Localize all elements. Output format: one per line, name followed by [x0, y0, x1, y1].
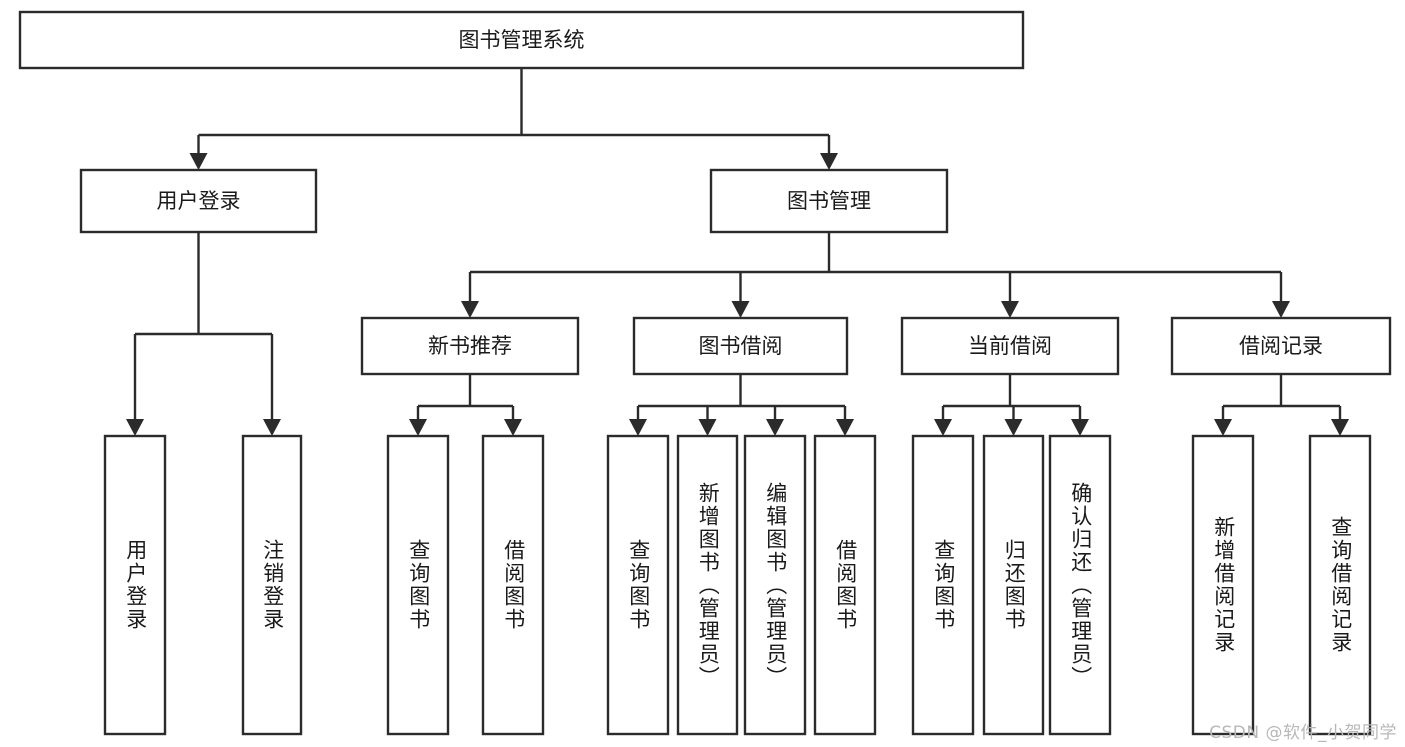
node-box[interactable]	[360, 316, 580, 376]
node-label: 借阅记录	[1239, 334, 1323, 358]
arrowhead-icon	[504, 419, 522, 436]
node-label: 用户登录	[157, 189, 241, 213]
node-borrow-record[interactable]: 借阅记录	[1170, 316, 1392, 376]
node-leaf-query-book-1[interactable]	[386, 434, 450, 736]
node-label: 图书管理	[787, 189, 871, 213]
arrowhead-icon	[1001, 301, 1019, 318]
node-leaf-query-record[interactable]	[1308, 434, 1372, 736]
node-box[interactable]	[241, 434, 303, 736]
arrowhead-icon	[1004, 419, 1023, 436]
arrowhead-icon	[731, 301, 750, 318]
node-box[interactable]	[18, 10, 1025, 70]
node-leaf-add-record[interactable]	[1191, 434, 1255, 736]
node-label: 图书管理系统	[459, 28, 585, 52]
node-box[interactable]	[386, 434, 450, 736]
node-current-borrow[interactable]: 当前借阅	[900, 316, 1120, 376]
node-box[interactable]	[900, 316, 1120, 376]
node-box[interactable]	[743, 434, 807, 736]
arrowhead-icon	[263, 419, 281, 436]
node-box[interactable]	[813, 434, 877, 736]
node-leaf-query-book-2[interactable]	[606, 434, 670, 736]
node-box[interactable]	[982, 434, 1045, 736]
node-label: 当前借阅	[968, 334, 1052, 358]
node-book-manage[interactable]: 图书管理	[709, 168, 949, 234]
node-box[interactable]	[709, 168, 949, 234]
node-leaf-return-book[interactable]	[982, 434, 1045, 736]
node-new-book-rec[interactable]: 新书推荐	[360, 316, 580, 376]
arrowhead-icon	[1214, 419, 1232, 436]
node-leaf-borrow-book-1[interactable]	[481, 434, 545, 736]
node-leaf-confirm-return[interactable]	[1048, 434, 1112, 736]
arrowhead-icon	[1071, 419, 1089, 436]
node-label: 图书借阅	[699, 334, 783, 358]
node-box[interactable]	[481, 434, 545, 736]
node-box[interactable]	[79, 168, 318, 234]
node-box[interactable]	[606, 434, 670, 736]
arrowhead-icon	[1331, 419, 1349, 436]
connector-edges-layer	[126, 68, 1349, 436]
arrowhead-icon	[126, 419, 144, 436]
arrowhead-icon	[698, 419, 717, 436]
node-root[interactable]: 图书管理系统	[18, 10, 1025, 70]
node-box[interactable]	[103, 434, 167, 736]
arrowhead-icon	[820, 153, 838, 170]
arrowhead-icon	[934, 419, 952, 436]
node-leaf-edit-book[interactable]	[743, 434, 807, 736]
node-book-borrow[interactable]: 图书借阅	[632, 316, 849, 376]
node-box[interactable]	[1308, 434, 1372, 736]
arrowhead-icon	[629, 419, 647, 436]
node-leaf-user-logout[interactable]	[241, 434, 303, 736]
node-box[interactable]	[676, 434, 739, 736]
arrowhead-icon	[189, 153, 208, 170]
node-box[interactable]	[632, 316, 849, 376]
watermark-text: CSDN @软件_小贺同学	[1209, 723, 1397, 743]
node-leaf-user-login[interactable]	[103, 434, 167, 736]
node-box[interactable]	[1191, 434, 1255, 736]
node-leaf-query-book-3[interactable]	[911, 434, 975, 736]
node-box[interactable]	[1048, 434, 1112, 736]
node-label: 新书推荐	[428, 334, 512, 358]
node-leaf-add-book[interactable]	[676, 434, 739, 736]
node-box[interactable]	[911, 434, 975, 736]
arrowhead-icon	[461, 301, 479, 318]
arrowhead-icon	[409, 419, 427, 436]
arrowhead-icon	[836, 419, 854, 436]
node-user-login[interactable]: 用户登录	[79, 168, 318, 234]
arrowhead-icon	[766, 419, 784, 436]
node-box[interactable]	[1170, 316, 1392, 376]
arrowhead-icon	[1272, 301, 1290, 318]
node-leaf-borrow-book-2[interactable]	[813, 434, 877, 736]
